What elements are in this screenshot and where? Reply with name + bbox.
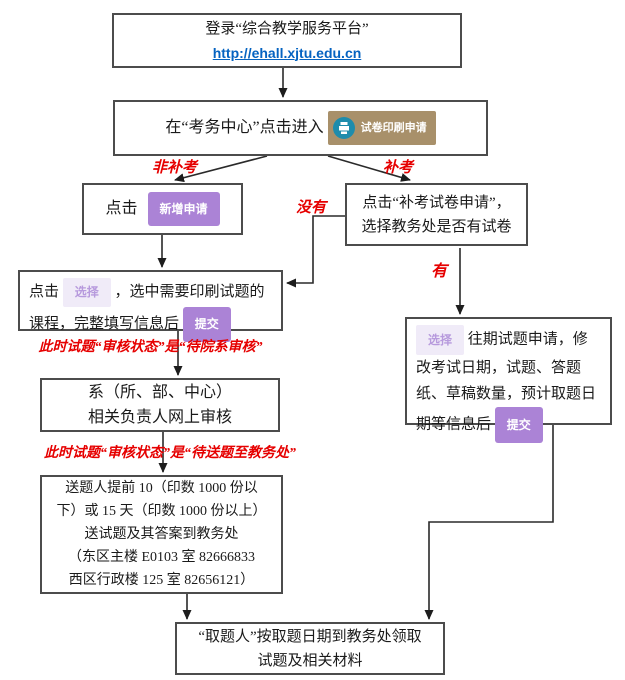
new-apply-text: 点击 xyxy=(105,200,138,217)
paper-print-apply-badge: 试卷印刷申请 xyxy=(327,111,436,145)
label-no-paper: 没有 xyxy=(296,200,327,216)
new-apply-box: 点击 新增申请 xyxy=(82,183,243,235)
makeup-line2: 选择教务处是否有试卷 xyxy=(361,218,512,235)
new-apply-badge: 新增申请 xyxy=(147,192,220,226)
arrow-makeup-branch xyxy=(327,155,411,182)
makeup-exam-box: 点击“补考试卷申请”， 选择教务处是否有试卷 xyxy=(345,183,528,246)
delivery-line-2: 下）或 15 天（印数 1000 份以上） xyxy=(56,504,267,519)
status-note-pending-delivery: 此时试题“审核状态”是“待送题至教务处” xyxy=(44,446,296,461)
delivery-box: 送题人提前 10（印数 1000 份以 下）或 15 天（印数 1000 份以上… xyxy=(40,475,283,594)
arrow-non-makeup-branch xyxy=(174,155,268,183)
delivery-line-1: 送题人提前 10（印数 1000 份以 xyxy=(65,481,258,496)
past-select-badge: 选择 xyxy=(416,325,465,355)
login-title: 登录“综合教学服务平台” xyxy=(205,20,369,37)
label-non-makeup: 非补考 xyxy=(152,160,198,176)
past-submit-badge: 提交 xyxy=(494,407,543,443)
arrow-no-paper-path xyxy=(286,215,345,288)
status-note-pending-dept-review: 此时试题“审核状态”是“待院系审核” xyxy=(38,340,263,355)
select-badge: 选择 xyxy=(62,278,111,307)
printer-icon xyxy=(332,117,355,139)
select-text-middle: ，选中需要印刷试题的课程，完整填写信息后 xyxy=(29,283,265,332)
pickup-line2: 试题及相关材料 xyxy=(257,652,363,669)
exam-center-text: 在“考务中心”点击进入 xyxy=(165,119,324,136)
pickup-box: “取题人”按取题日期到教务处领取 试题及相关材料 xyxy=(175,622,445,675)
label-has-paper: 有 xyxy=(431,263,448,280)
dept-line1: 系（所、部、中心） xyxy=(87,384,232,401)
select-course-box: 点击 选择 ，选中需要印刷试题的课程，完整填写信息后 提交 xyxy=(18,270,283,342)
dept-line2: 相关负责人网上审核 xyxy=(87,409,232,426)
delivery-line-4: （东区主楼 E0103 室 82666833 xyxy=(67,550,256,565)
pickup-line1: “取题人”按取题日期到教务处领取 xyxy=(198,628,422,645)
login-box: 登录“综合教学服务平台” http://ehall.xjtu.edu.cn xyxy=(112,13,462,68)
select-text-before: 点击 xyxy=(29,283,63,300)
delivery-line-5: 西区行政楼 125 室 82656121） xyxy=(68,573,255,588)
label-makeup: 补考 xyxy=(383,160,414,176)
submit-badge: 提交 xyxy=(182,307,231,342)
paper-print-apply-label: 试卷印刷申请 xyxy=(360,122,427,134)
dept-review-box: 系（所、部、中心） 相关负责人网上审核 xyxy=(40,378,280,432)
past-paper-text: 往期试题申请，修改考试日期，试题、答题纸、草稿数量，预计取题日期等信息后 xyxy=(416,331,597,433)
arrow-past-to-pickup xyxy=(424,424,554,620)
portal-link[interactable]: http://ehall.xjtu.edu.cn xyxy=(212,44,362,61)
past-paper-box: 选择 往期试题申请，修改考试日期，试题、答题纸、草稿数量，预计取题日期等信息后 … xyxy=(405,317,612,443)
delivery-line-3: 送试题及其答案到教务处 xyxy=(84,527,239,542)
makeup-line1: 点击“补考试卷申请”， xyxy=(362,194,511,211)
exam-center-box: 在“考务中心”点击进入 试卷印刷申请 xyxy=(113,100,488,156)
